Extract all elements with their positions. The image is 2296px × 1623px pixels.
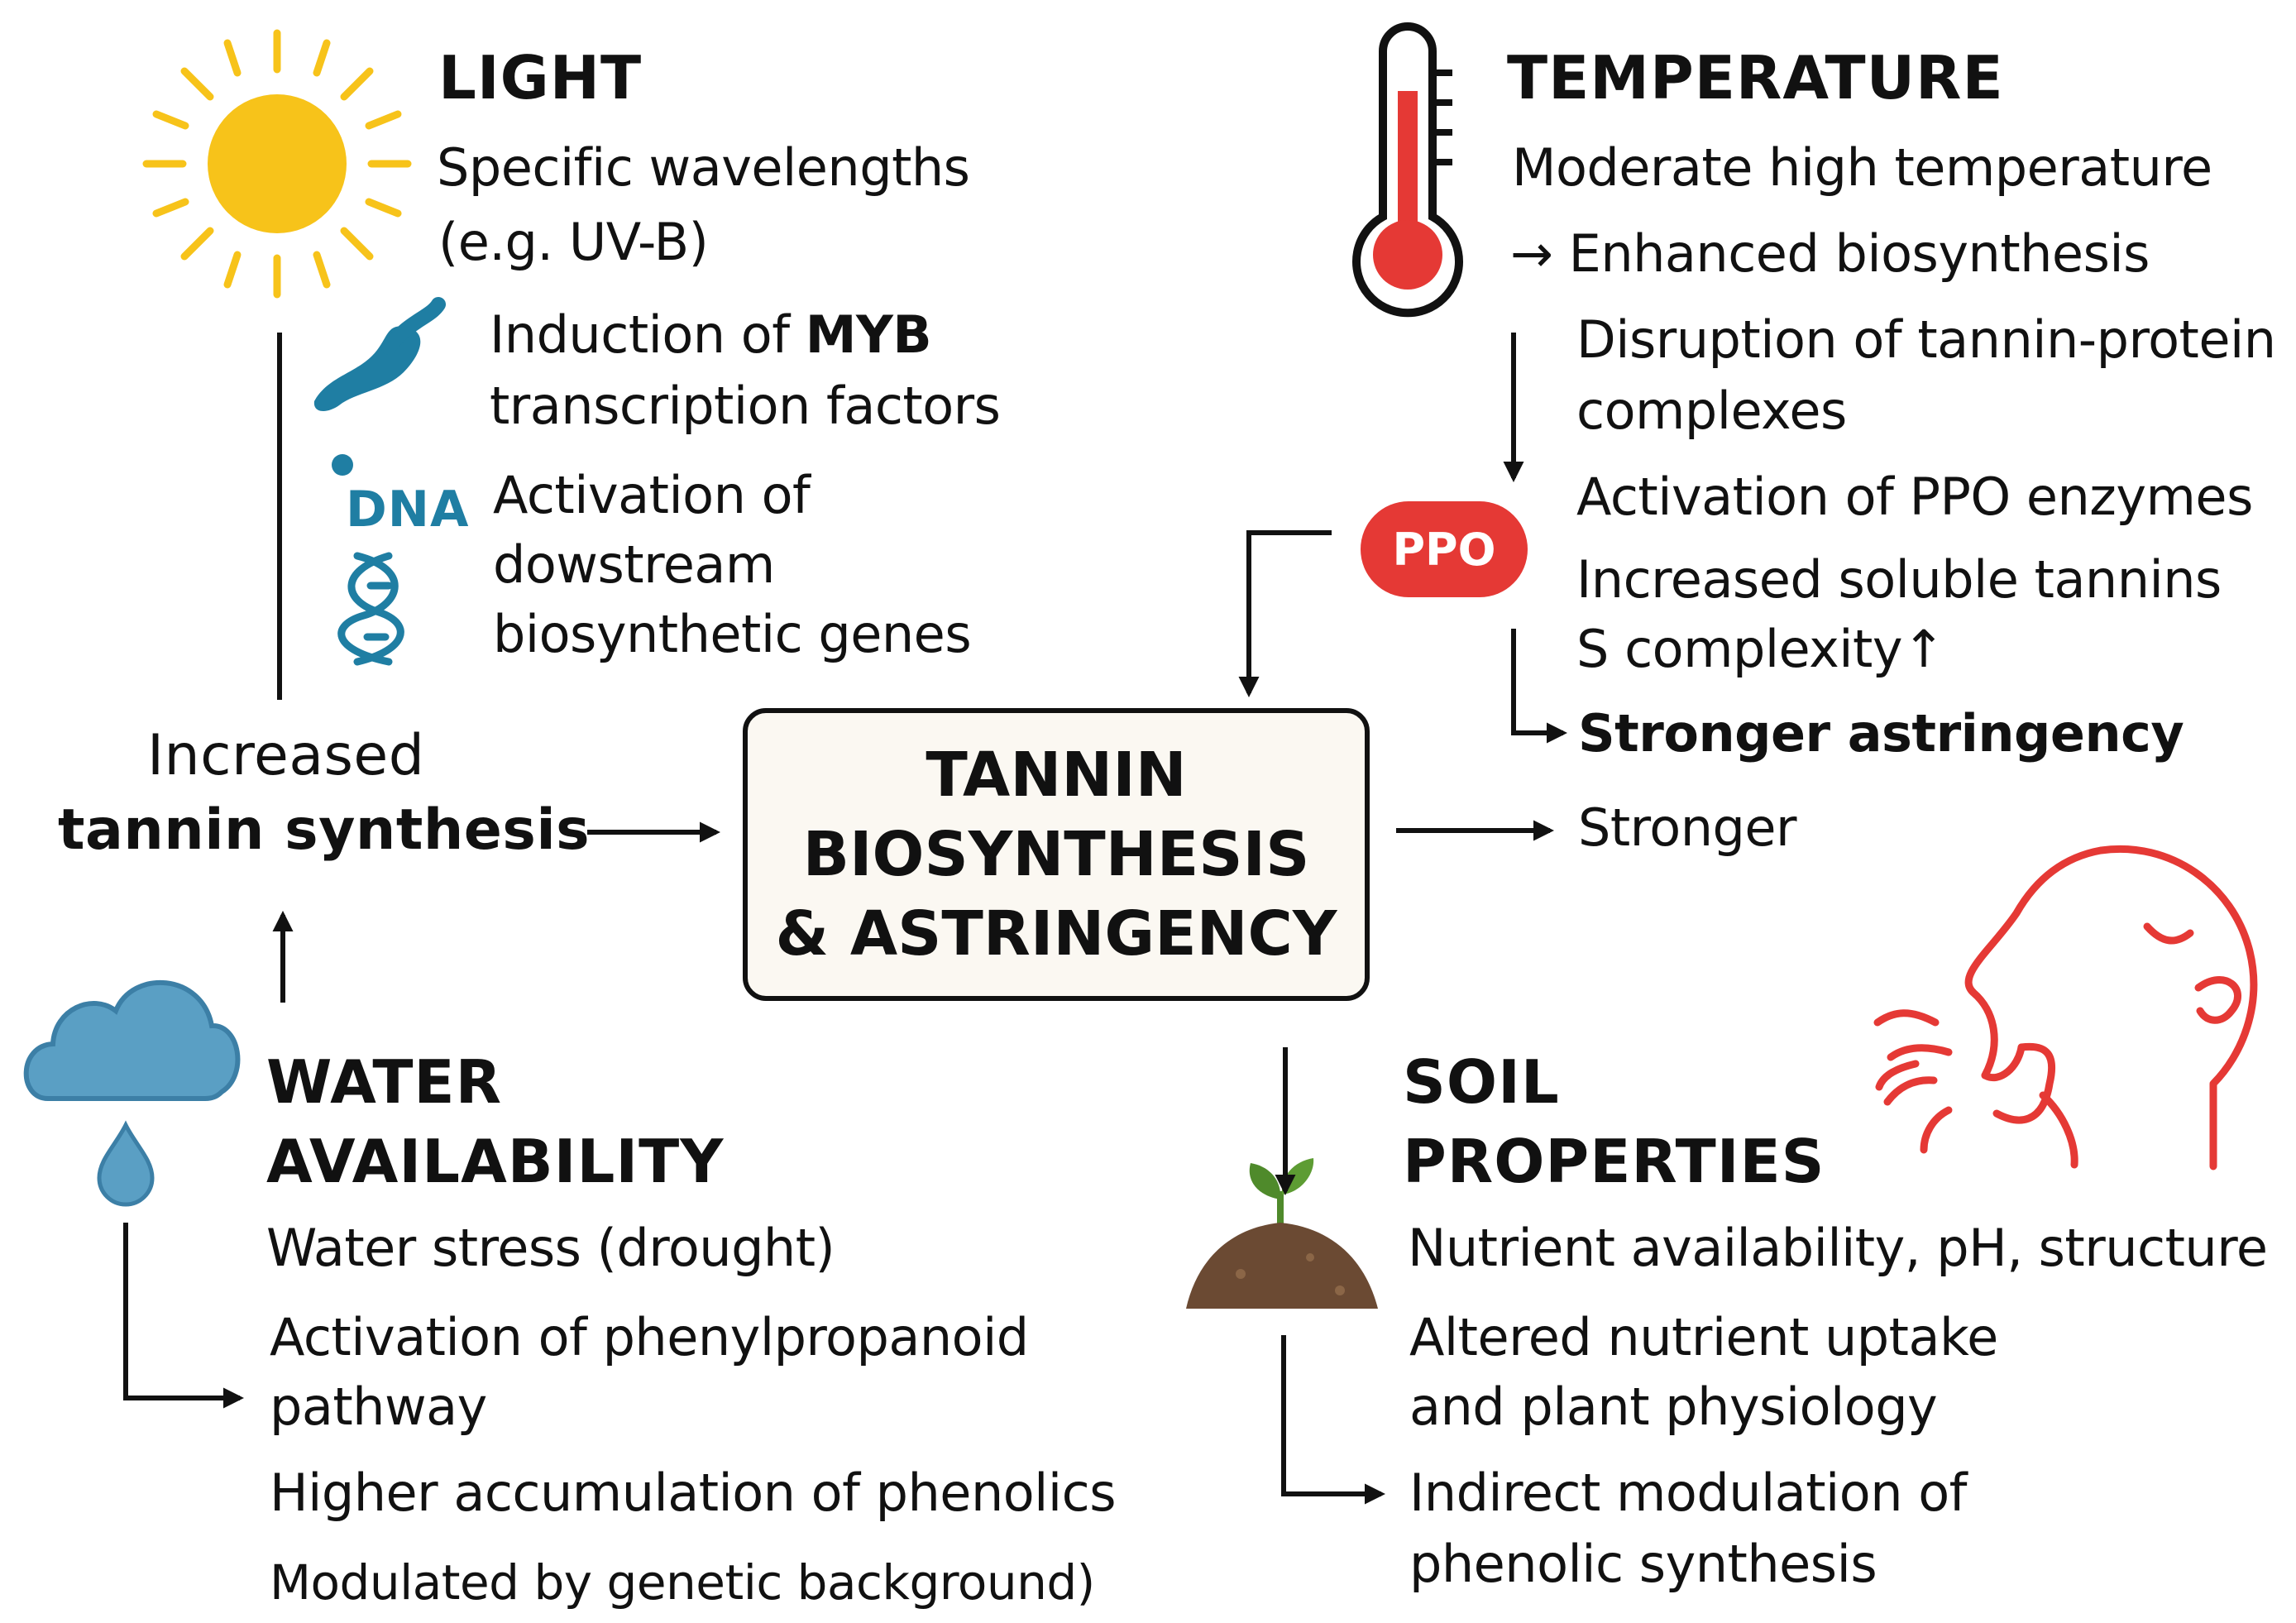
phenolic-synthesis-text: phenolic synthesis [1409, 1534, 1877, 1594]
enhanced-biosynthesis-label: Enhanced biosynthesis [1568, 223, 2150, 284]
plant-physiology-text: and plant physiology [1409, 1376, 1938, 1437]
genetic-background-text: Modulated by genetic background) [270, 1554, 1095, 1611]
center-box: TANNIN BIOSYNTHESIS & ASTRINGENCY [743, 708, 1370, 1001]
dna-label: DNA [346, 481, 470, 539]
arrow-soil-to-indirect [1281, 1335, 1386, 1505]
light-title: LIGHT [438, 43, 643, 113]
complexity-label: S complexity [1576, 619, 1903, 679]
stronger-text: Stronger [1578, 797, 1797, 858]
complexity-text: S complexity↑ [1576, 624, 1945, 675]
pathway-text: pathway [270, 1376, 487, 1437]
arrow-to-stronger-astringency [1511, 629, 1568, 744]
light-wavelengths-text: Specific wavelengths [437, 137, 970, 198]
cloud-icon [23, 979, 241, 1101]
myb-induction-text: Induction of MYB [490, 309, 932, 361]
stronger-astringency-text: Stronger astringency [1578, 703, 2184, 764]
diagram-arrows [123, 333, 1568, 1505]
phenolics-accumulation-text: Higher accumulation of phenolics [270, 1463, 1117, 1523]
activation-of-text: Activation of [493, 465, 811, 525]
soil-title-line1: SOIL [1403, 1047, 1560, 1117]
enhanced-biosynthesis-text: → Enhanced biosynthesis [1510, 228, 2150, 280]
temperature-title: TEMPERATURE [1507, 43, 2004, 113]
phenylpropanoid-text: Activation of phenylpropanoid [270, 1307, 1029, 1367]
arrow-ppo-to-center [1238, 530, 1332, 698]
sun-icon [142, 29, 412, 299]
thermometer-icon [1352, 22, 1463, 318]
center-title-line2: BIOSYNTHESIS [802, 819, 1310, 890]
right-arrow-icon: → [1510, 223, 1553, 284]
center-title-line3: & ASTRINGENCY [775, 898, 1337, 969]
dna-helix-icon [337, 552, 404, 666]
molecule-icon [313, 297, 446, 476]
soil-mound-icon [1186, 1223, 1378, 1309]
water-drop-icon [97, 1120, 155, 1207]
complexes-text: complexes [1576, 381, 1847, 441]
water-stress-text: Water stress (drought) [266, 1218, 835, 1278]
water-title-line2: AVAILABILITY [266, 1127, 725, 1196]
myb-keyword: MYB [805, 304, 932, 365]
sprout-icon [1249, 1158, 1314, 1224]
tannin-synthesis-text: tannin synthesis [58, 797, 591, 863]
arrow-drop-to-phenylpropanoid [123, 1223, 245, 1409]
ppo-activation-text: Activation of PPO enzymes [1576, 467, 2253, 527]
light-uvb-text: (e.g. UV-B) [438, 212, 709, 272]
indirect-modulation-text: Indirect modulation of [1409, 1463, 1967, 1523]
water-title-line1: WATER [266, 1047, 503, 1117]
altered-uptake-text: Altered nutrient uptake [1409, 1307, 1998, 1367]
moderate-high-temp-text: Moderate high temperature [1512, 137, 2212, 198]
increased-text: Increased [147, 723, 425, 788]
soluble-tannins-text: Increased soluble tannins [1576, 549, 2222, 610]
up-arrow-icon: ↑ [1902, 619, 1945, 679]
ppo-badge: PPO [1361, 501, 1528, 597]
biosynthetic-genes-text: biosynthetic genes [493, 604, 972, 664]
transcription-factors-text: transcription factors [490, 376, 1001, 436]
myb-induction-prefix: Induction of [490, 304, 806, 365]
center-title-line1: TANNIN [926, 740, 1187, 811]
nutrient-availability-text: Nutrient availability, pH, structure [1408, 1218, 2268, 1278]
disruption-text: Disruption of tannin-protein [1576, 309, 2276, 370]
soil-title-line2: PROPERTIES [1403, 1127, 1825, 1196]
face-profile-icon [1873, 845, 2258, 1171]
downstream-text: dowstream [493, 534, 775, 595]
